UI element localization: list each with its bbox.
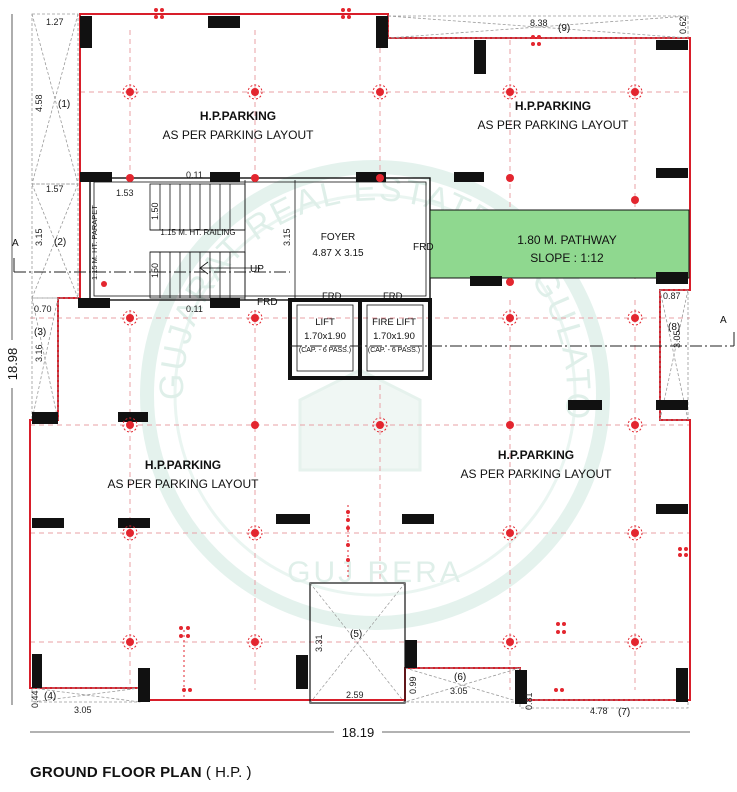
core-block [89, 177, 432, 380]
frd-label-3: FRD [322, 291, 342, 302]
parking-title-4: H.P.PARKING [498, 448, 574, 462]
marker-6: (6) [454, 672, 466, 683]
dim-0-11-top: 0.11 [186, 170, 203, 180]
fire-lift-label: FIRE LIFT [372, 317, 416, 328]
overall-width-label: 18.19 [342, 725, 375, 740]
dim-1-50: 1.50 [150, 202, 160, 220]
plan-title: GROUND FLOOR PLAN ( H.P. ) [30, 764, 251, 781]
lift-size: 1.70x1.90 [304, 331, 346, 342]
dim-3-05-bottom: 3.05 [74, 705, 92, 715]
overall-height-label: 18.98 [5, 348, 20, 381]
marker-4: (4) [44, 691, 56, 702]
marker-8: (8) [668, 322, 680, 333]
point-fixtures [101, 8, 688, 692]
frd-label-1: FRD [413, 242, 434, 253]
foyer-label: FOYER [321, 232, 355, 243]
dim-3-31: 3.31 [314, 634, 324, 652]
dim-0-62: 0.62 [678, 16, 688, 34]
slope-label: SLOPE : 1:12 [530, 251, 604, 265]
zone-markers: (1) (2) (3) (4) (5) (6) (7) (8) (9) [34, 23, 680, 718]
dim-4-78: 4.78 [590, 706, 608, 716]
dimension-labels: 1.27 4.58 1.57 3.15 0.70 3.16 1.53 0.11 … [30, 16, 688, 716]
dim-0-99: 0.99 [408, 676, 418, 694]
dim-3-15-foyer: 3.15 [282, 228, 292, 246]
plan-title-suffix: ( H.P. ) [205, 764, 252, 781]
core-labels: FOYER 4.87 X 3.15 FRD FRD FRD FRD UP LIF… [90, 205, 434, 354]
dim-3-05-right: 3.05 [672, 330, 682, 348]
dim-1-53: 1.53 [116, 188, 134, 198]
marker-7: (7) [618, 707, 630, 718]
dim-8-38: 8.38 [530, 18, 548, 28]
marker-2: (2) [54, 237, 66, 248]
parking-sub-3: AS PER PARKING LAYOUT [108, 477, 260, 491]
dim-3-16: 3.16 [34, 344, 44, 362]
parking-labels: H.P.PARKING AS PER PARKING LAYOUT H.P.PA… [108, 99, 630, 491]
pathway-ramp [429, 209, 690, 279]
section-marker-left: A [12, 238, 19, 249]
parking-title-2: H.P.PARKING [515, 99, 591, 113]
parking-title-1: H.P.PARKING [200, 109, 276, 123]
up-label: UP [250, 264, 264, 275]
frd-label-4: FRD [383, 291, 403, 302]
dim-0-87: 0.87 [663, 291, 681, 301]
frd-label-2: FRD [257, 297, 278, 308]
railing-label: 1.15 M. HT. RAILING [160, 228, 235, 237]
marker-1: (1) [58, 99, 70, 110]
section-marker-right: A [720, 315, 727, 326]
dim-0-81: 0.81 [524, 692, 534, 710]
parking-sub-1: AS PER PARKING LAYOUT [163, 128, 315, 142]
parapet-label: 1.15 M. HT. PARAPET [90, 205, 99, 280]
dim-1-57: 1.57 [46, 184, 64, 194]
section-line [13, 258, 735, 347]
watermark-sub: GUJ RERA [287, 556, 463, 589]
foyer-size: 4.87 X 3.15 [312, 248, 364, 259]
dim-1-27: 1.27 [46, 17, 64, 27]
dim-2-59: 2.59 [346, 690, 364, 700]
structural-columns [32, 16, 688, 704]
dim-150: 150 [150, 263, 160, 278]
plan-title-main: GROUND FLOOR PLAN [30, 764, 202, 781]
light-fixture-rays [122, 84, 643, 650]
dim-3-05-mid: 3.05 [450, 686, 468, 696]
parking-sub-2: AS PER PARKING LAYOUT [478, 118, 630, 132]
dim-0-70: 0.70 [34, 304, 52, 314]
fire-lift-capacity: (CAP. - 6 PASS.) [368, 347, 420, 354]
marker-5: (5) [350, 629, 362, 640]
staircase [149, 180, 296, 300]
lift-label: LIFT [315, 317, 335, 328]
parking-title-3: H.P.PARKING [145, 458, 221, 472]
light-fixtures [126, 88, 639, 646]
parking-sub-4: AS PER PARKING LAYOUT [461, 467, 613, 481]
marker-9: (9) [558, 23, 570, 34]
dim-0-11-bottom: 0.11 [186, 304, 203, 314]
lift-capacity: (CAP. - 6 PASS.) [299, 347, 351, 354]
pathway-labels: 1.80 M. PATHWAY SLOPE : 1:12 [517, 233, 617, 265]
pathway-label: 1.80 M. PATHWAY [517, 233, 617, 247]
dim-4-58: 4.58 [34, 94, 44, 112]
section-markers: A A [12, 238, 727, 326]
dim-3-15-left: 3.15 [34, 228, 44, 246]
central-void [309, 582, 406, 704]
marker-3: (3) [34, 327, 46, 338]
fire-lift-size: 1.70x1.90 [373, 331, 415, 342]
dim-0-44: 0.44 [30, 690, 40, 708]
